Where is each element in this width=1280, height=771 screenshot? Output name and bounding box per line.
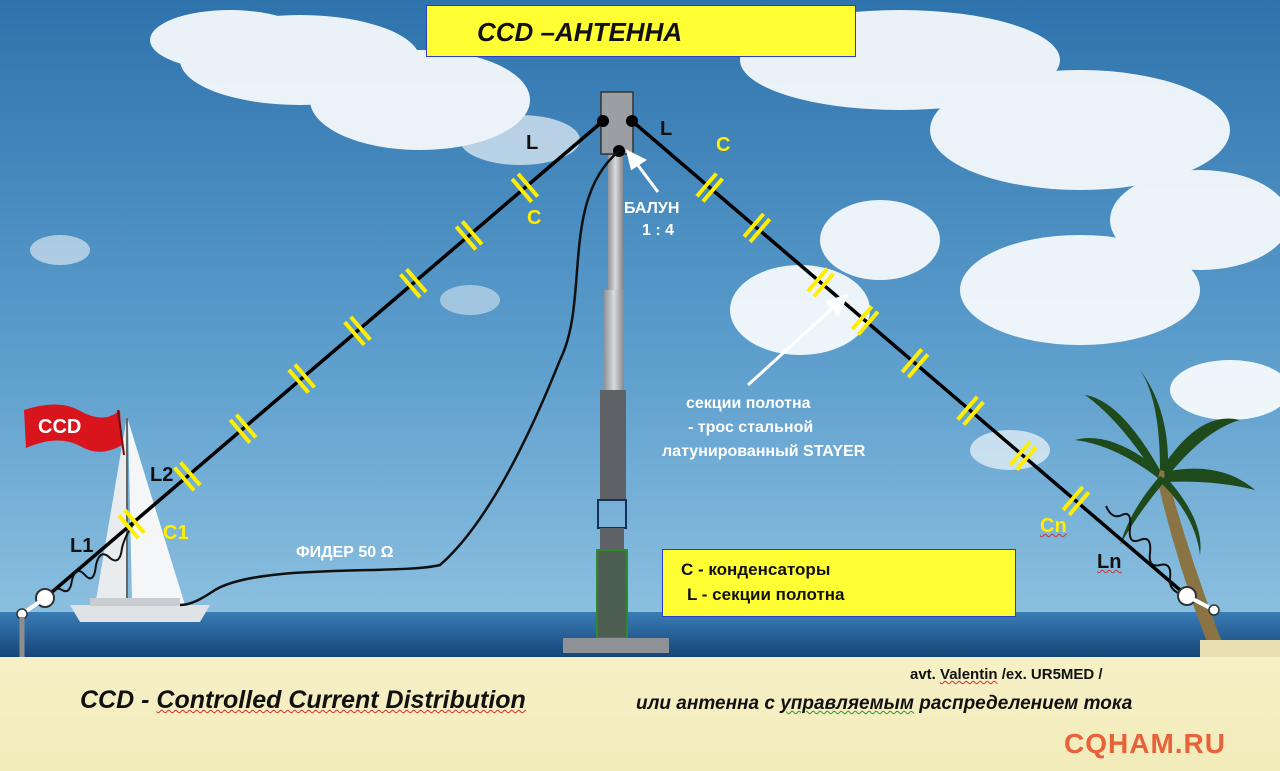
label-balun: БАЛУН xyxy=(624,200,680,217)
legend-sections: L - секции полотна xyxy=(687,585,845,604)
antenna-wire-right xyxy=(630,119,1189,598)
label-cn: Cn xyxy=(1040,515,1067,537)
capacitor-right-2 xyxy=(742,212,766,238)
capacitor-right-2 xyxy=(748,217,772,244)
label-c-top-left: C xyxy=(527,207,542,229)
flag-icon xyxy=(24,404,125,456)
author-credit: avt. Valentin /ex. UR5MED / xyxy=(910,666,1103,683)
label-c-top-right: C xyxy=(716,134,731,156)
title-box: CCD –АНТЕННА xyxy=(426,5,856,57)
capacitor-left-2 xyxy=(454,225,478,251)
capacitor-right-7 xyxy=(1015,445,1038,472)
capacitor-left-3 xyxy=(398,273,422,299)
capacitor-left-4 xyxy=(343,320,366,347)
coil-left xyxy=(44,521,136,599)
capacitor-left-2 xyxy=(460,220,484,246)
coil-right xyxy=(1105,505,1188,597)
antenna-wire-left xyxy=(43,119,605,600)
capacitor-right-6 xyxy=(956,395,979,421)
label-ln: Ln xyxy=(1097,551,1122,573)
diagram-title: CCD –АНТЕННА xyxy=(477,17,683,47)
capacitor-left-3 xyxy=(405,267,428,294)
label-l2: L2 xyxy=(150,464,174,486)
capacitor-left-5 xyxy=(293,363,316,389)
capacitor-right-7 xyxy=(1008,440,1032,466)
label-c1: C1 xyxy=(163,522,189,544)
capacitor-right-1 xyxy=(701,177,725,203)
capacitor-right-4 xyxy=(850,305,874,331)
capacitor-right-8 xyxy=(1061,485,1085,512)
mast xyxy=(563,155,669,653)
capacitor-right-5 xyxy=(906,353,930,379)
capacitor-left-1 xyxy=(510,177,534,204)
legend-box: С - конденсаторы L - секции полотна xyxy=(662,549,1016,617)
flag-label: CCD xyxy=(38,416,82,438)
subtitle: или антенна с управляемым распределением… xyxy=(636,693,1133,714)
label-sections-3: латунированный STAYER xyxy=(662,443,866,460)
capacitor-right-1 xyxy=(695,172,718,198)
capacitor-left-7 xyxy=(179,461,202,487)
capacitor-right-3 xyxy=(806,267,829,293)
label-balun-ratio: 1 : 4 xyxy=(642,222,675,239)
capacitor-left-5 xyxy=(287,368,310,394)
capacitor-left-8 xyxy=(123,508,146,535)
pointer-arrows xyxy=(625,149,849,387)
capacitor-right-8 xyxy=(1067,490,1091,517)
capacitor-left-1 xyxy=(516,172,540,198)
capacitor-right-6 xyxy=(962,400,985,427)
capacitor-left-6 xyxy=(234,413,258,439)
label-sections-1: секции полотна xyxy=(686,395,811,412)
label-l1: L1 xyxy=(70,535,94,557)
capacitor-left-4 xyxy=(349,315,372,341)
label-sections-2: - трос стальной xyxy=(688,419,814,436)
capacitor-right-4 xyxy=(856,310,880,336)
author-name: Valentin xyxy=(940,666,998,683)
capacitor-left-6 xyxy=(228,418,252,444)
feeder-cable xyxy=(179,150,620,607)
capacitor-left-8 xyxy=(117,513,140,540)
label-feeder: ФИДЕР 50 Ω xyxy=(296,544,394,561)
sailboat-icon xyxy=(70,418,210,622)
site-watermark: CQHAM.RU xyxy=(1064,728,1226,759)
capacitor-right-5 xyxy=(900,347,924,374)
capacitor-left-7 xyxy=(172,466,196,492)
label-l-top-left: L xyxy=(526,132,539,154)
legend-capacitors: С - конденсаторы xyxy=(681,560,831,579)
capacitor-markers xyxy=(117,172,1091,540)
insulator-right-icon xyxy=(1177,586,1220,616)
sea xyxy=(0,612,1280,662)
footer-band xyxy=(0,657,1280,771)
ccd-expansion-text: Controlled Current Distribution xyxy=(156,686,526,714)
label-l-top-right: L xyxy=(660,118,673,140)
ccd-expansion: CCD - Controlled Current Distribution xyxy=(80,686,526,714)
capacitor-right-3 xyxy=(812,272,836,298)
